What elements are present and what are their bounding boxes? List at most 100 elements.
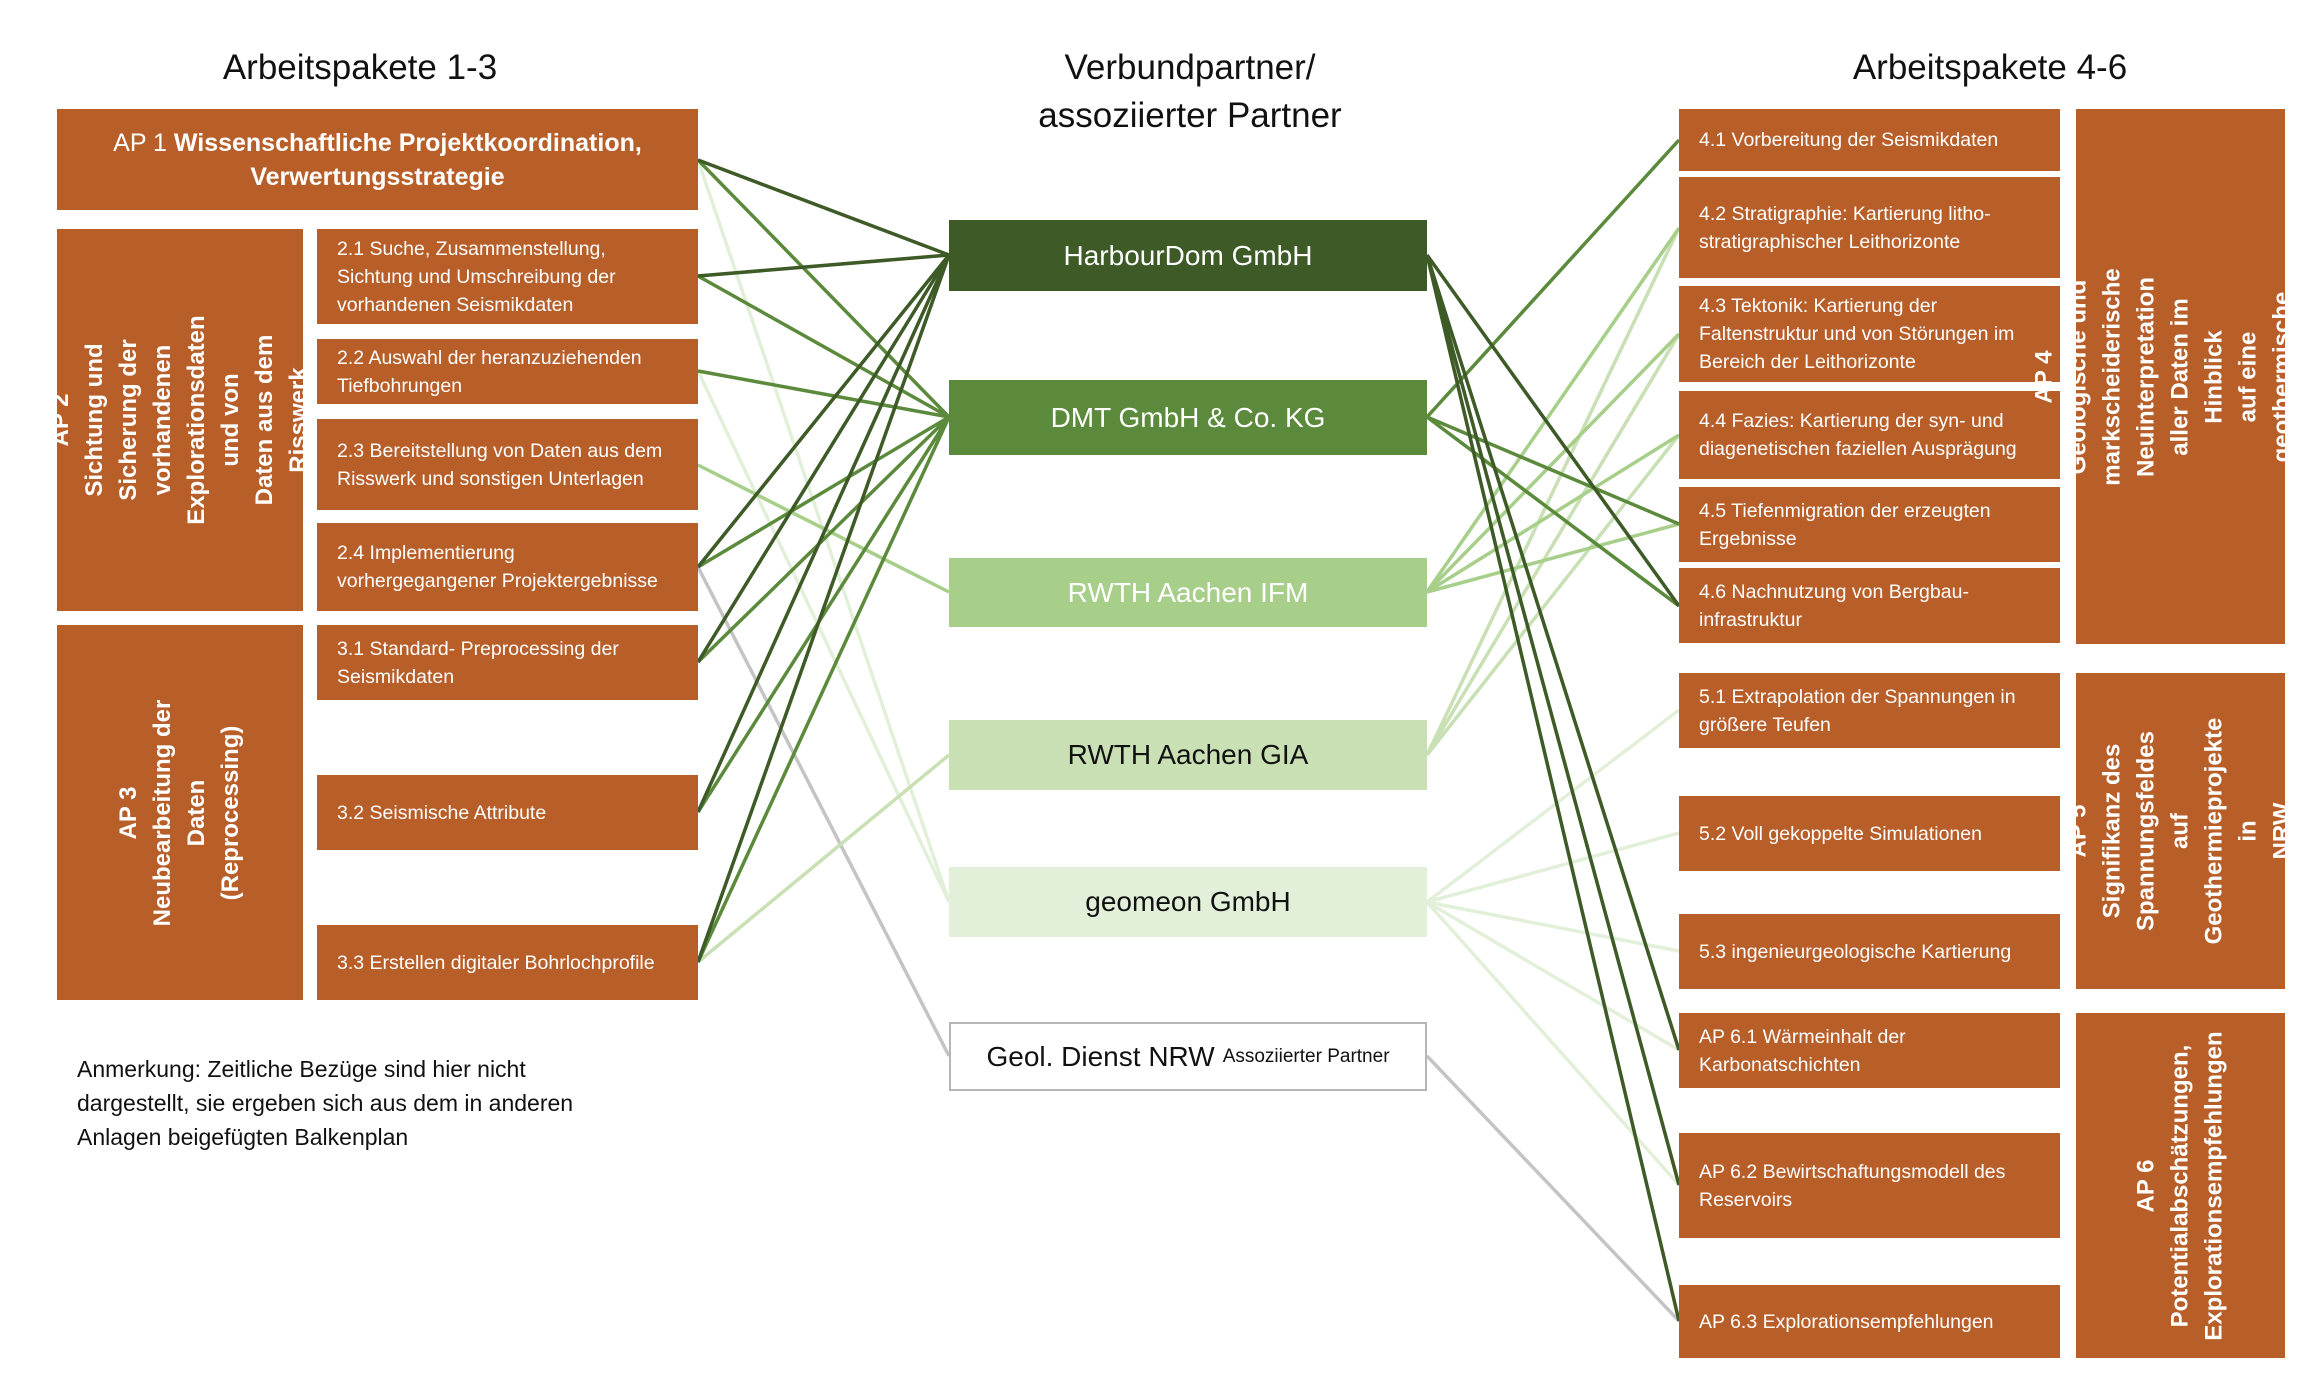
partner-harbourdom: HarbourDom GmbH: [949, 220, 1427, 291]
link-gd-6.3: [1425, 1054, 1681, 1323]
partner-geomeon: geomeon GmbH: [949, 867, 1427, 937]
partner-suffix: Assoziierter Partner: [1222, 1045, 1390, 1067]
task-2-3: 2.3 Bereitstellung von Daten aus dem Ris…: [317, 419, 698, 510]
ap1-prefix: AP 1: [113, 128, 174, 157]
link-geomeon-5.2: [1426, 831, 1680, 904]
ap5-box: AP 5 Signifikanz des Spannungsfeldes auf…: [2065, 673, 2296, 989]
link-geomeon-5.1: [1425, 708, 1681, 904]
task-label: 2.3 Bereitstellung von Daten aus dem Ris…: [337, 439, 663, 490]
link-gia-4.2: [1425, 227, 1681, 756]
link-geomeon-6.1: [1426, 900, 1680, 1052]
task-label: 5.3 ingenieurgeologische Kartierung: [1699, 940, 2012, 963]
ap6-label: AP 6 Potentialabschätzungen, Exploration…: [2132, 1030, 2228, 1341]
link-gia-3.3: [696, 753, 951, 964]
task-2-4: 2.4 Implementierung vorhergegangener Pro…: [317, 523, 698, 611]
annotation-note: Anmerkung: Zeitliche Bezüge sind hier ni…: [77, 1056, 574, 1150]
task-3-1: 3.1 Standard- Preprocessing der Seismikd…: [317, 625, 698, 700]
link-ifm-4.2: [1425, 227, 1681, 593]
ap2-label: AP 2 Sichtung und Sicherung der vorhande…: [47, 315, 312, 525]
link-harbourdom-4.6: [1425, 253, 1681, 608]
task-label: AP 6.1 Wärmeinhalt der Karbonatschichten: [1699, 1025, 1906, 1076]
partner-name: geomeon GmbH: [1085, 886, 1291, 917]
task-5-2: 5.2 Voll gekoppelte Simulationen: [1679, 796, 2060, 871]
link-dmt-3.1: [696, 415, 951, 664]
link-harbourdom-3.3: [696, 254, 951, 963]
task-label: 3.3 Erstellen digitaler Bohrlochprofile: [337, 951, 655, 974]
task-label: 4.4 Fazies: Kartierung der syn- und diag…: [1699, 410, 2017, 460]
link-harbourdom-6.3: [1425, 254, 1681, 1322]
link-gia-4.3: [1425, 333, 1681, 756]
heading-right: Arbeitspakete 4-6: [1852, 48, 2128, 87]
task-4-1: 4.1 Vorbereitung der Seismikdaten: [1679, 109, 2060, 171]
ap3-box: AP 3 Neubearbeitung der Daten (Reprocess…: [57, 625, 303, 1000]
link-harbourdom-6.2: [1425, 254, 1681, 1186]
task-label: 2.4 Implementierung vorhergegangener Pro…: [337, 542, 658, 592]
task-label: 3.2 Seismische Attribute: [337, 801, 547, 824]
task-label: 2.2 Auswahl der heranzuziehenden Tiefboh…: [337, 346, 642, 397]
ap2-box: AP 2 Sichtung und Sicherung der vorhande…: [47, 229, 312, 611]
link-ifm-4.3: [1425, 332, 1681, 594]
task-label: 4.1 Vorbereitung der Seismikdaten: [1699, 129, 1999, 151]
ap4-box: AP 4 Geologische und markscheiderische N…: [2031, 109, 2322, 644]
link-gd-2.4: [696, 566, 951, 1057]
heading-left: Arbeitspakete 1-3: [222, 48, 498, 87]
partner-rwth-gia: RWTH Aachen GIA: [949, 720, 1427, 790]
ap3-label: AP 3 Neubearbeitung der Daten (Reprocess…: [115, 699, 244, 926]
link-dmt-2.4: [697, 415, 950, 569]
link-dmt-2.2: [697, 369, 950, 419]
task-4-5: 4.5 Tiefenmigration der erzeugten Ergebn…: [1679, 487, 2060, 562]
link-dmt-4.1: [1425, 138, 1681, 419]
task-3-2: 3.2 Seismische Attribute: [317, 775, 698, 850]
task-5-1: 5.1 Extrapolation der Spannungen in größ…: [1679, 673, 2060, 748]
partner-name: DMT GmbH & Co. KG: [1050, 401, 1326, 433]
task-label: 4.5 Tiefenmigration der erzeugten Ergebn…: [1699, 499, 1991, 550]
link-geomeon-2.2: [696, 370, 951, 903]
link-ifm-2.3: [697, 463, 950, 594]
partner-name: Geol. Dienst NRW: [986, 1040, 1215, 1072]
task-3-3: 3.3 Erstellen digitaler Bohrlochprofile: [317, 925, 698, 1000]
link-harbourdom-3.2: [696, 254, 951, 813]
heading-center: Verbundpartner/ assoziierter Partner: [1038, 48, 1342, 135]
link-harbourdom-ap1: [697, 158, 950, 257]
task-label: 2.1 Suche, Zusammenstellung, Sichtung un…: [337, 237, 616, 316]
partner-dmt: DMT GmbH & Co. KG: [949, 380, 1427, 455]
link-geomeon-5.3: [1426, 900, 1680, 953]
task-label: 4.2 Stratigraphie: Kartierung litho-stra…: [1699, 202, 1991, 253]
ap5-label: AP 5 Signifikanz des Spannungsfeldes auf…: [2064, 717, 2296, 945]
task-label: 3.1 Standard- Preprocessing der Seismikd…: [337, 637, 619, 688]
link-harbourdom-3.1: [696, 254, 951, 663]
task-label: 5.2 Voll gekoppelte Simulationen: [1699, 822, 1982, 845]
partner-name: RWTH Aachen IFM: [1067, 576, 1309, 608]
task-2-2: 2.2 Auswahl der heranzuziehenden Tiefboh…: [317, 339, 698, 404]
task-label: 5.1 Extrapolation der Spannungen in größ…: [1699, 685, 2016, 736]
link-ifm-4.5: [1426, 522, 1680, 594]
task-6-2: AP 6.2 Bewirtschaftungsmodell des Reserv…: [1679, 1133, 2060, 1238]
partner-name: HarbourDom GmbH: [1063, 239, 1313, 271]
link-dmt-3.3: [696, 416, 951, 963]
link-harbourdom-2.1: [697, 253, 950, 278]
link-harbourdom-6.1: [1425, 254, 1681, 1051]
task-label: 4.3 Tektonik: Kartierung der Faltenstruk…: [1699, 295, 2015, 373]
partner-rwth-ifm: RWTH Aachen IFM: [949, 558, 1427, 627]
ap4-label: AP 4 Geologische und markscheiderische N…: [2030, 267, 2322, 486]
task-label: AP 6.3 Explorationsempfehlungen: [1699, 1310, 1994, 1333]
ap1-title: Wissenschaftliche Projektkoordination, V…: [173, 128, 642, 191]
partner-geol-dienst: Geol. Dienst NRW Assoziierter Partner: [949, 1022, 1427, 1091]
task-4-4: 4.4 Fazies: Kartierung der syn- und diag…: [1679, 391, 2060, 479]
task-4-6: 4.6 Nachnutzung von Bergbau-infrastruktu…: [1679, 568, 2060, 643]
link-dmt-2.1: [697, 274, 950, 419]
ap6-box: AP 6 Potentialabschätzungen, Exploration…: [2076, 1013, 2285, 1358]
ap1-box: AP 1 Wissenschaftliche Projektkoordinati…: [57, 109, 698, 210]
link-harbourdom-2.4: [696, 253, 951, 569]
task-5-3: 5.3 ingenieurgeologische Kartierung: [1679, 914, 2060, 989]
task-label: AP 6.2 Bewirtschaftungsmodell des Reserv…: [1699, 1160, 2006, 1211]
partner-name: RWTH Aachen GIA: [1067, 739, 1309, 770]
task-4-2: 4.2 Stratigraphie: Kartierung litho-stra…: [1679, 177, 2060, 278]
task-6-3: AP 6.3 Explorationsempfehlungen: [1679, 1285, 2060, 1358]
link-gia-4.4: [1425, 433, 1681, 757]
link-dmt-4.6: [1425, 415, 1681, 608]
task-4-3: 4.3 Tektonik: Kartierung der Faltenstruk…: [1679, 286, 2060, 382]
task-6-1: AP 6.1 Wärmeinhalt der Karbonatschichten: [1679, 1013, 2060, 1088]
task-label: 4.6 Nachnutzung von Bergbau-infrastruktu…: [1699, 580, 1969, 631]
